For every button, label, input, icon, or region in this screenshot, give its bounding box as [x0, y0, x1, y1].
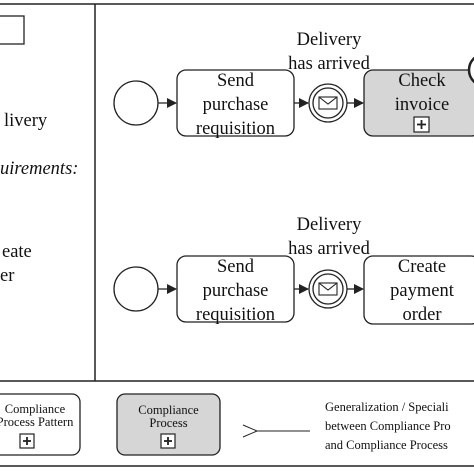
legend-process-plus-icon — [160, 433, 176, 449]
task-label-line: purchase — [202, 281, 269, 301]
task-label-line: payment — [390, 281, 454, 301]
start-event-top — [113, 80, 159, 126]
left-text-delivery: livery — [4, 111, 48, 131]
legend-note-line: and Compliance Process — [325, 438, 448, 452]
task-label-send-purchase-requisition-bottom: Send purchase requisition — [177, 255, 294, 327]
task-create-payment-order — [363, 255, 474, 325]
task-check-invoice — [363, 69, 474, 137]
task-label-create-payment-order: Create payment order — [364, 255, 474, 327]
start-event-bottom — [113, 266, 159, 312]
legend-label-line: Process — [149, 416, 188, 430]
task-label-line: Send — [217, 71, 254, 91]
task-label-line: Create — [397, 257, 447, 277]
legend-label-line: Compliance — [138, 403, 199, 417]
legend-generalization-note: Generalization / Speciali between Compli… — [325, 398, 451, 455]
task-label-line: requisition — [195, 119, 276, 139]
task-label-line: invoice — [394, 95, 450, 115]
task-label-line: order — [402, 305, 442, 325]
legend-pattern-label: Compliance Process Pattern — [0, 403, 90, 429]
event-label-line: Delivery — [296, 215, 362, 235]
task-label-send-purchase-requisition-top: Send purchase requisition — [177, 69, 294, 141]
event-label-line: has arrived — [288, 54, 370, 74]
event-label-line: has arrived — [288, 239, 370, 259]
intermediate-message-event-top — [308, 83, 348, 123]
legend-note-line: Generalization / Speciali — [325, 400, 449, 414]
task-label-check-invoice: Check invoice — [364, 69, 474, 117]
legend-label-line: Process Pattern — [0, 415, 74, 429]
event-label-bottom: Delivery has arrived — [277, 213, 381, 261]
event-label-top: Delivery has arrived — [277, 28, 381, 76]
legend-box-top-left — [0, 15, 25, 45]
legend-process-label: Compliance Process — [117, 404, 220, 430]
left-text-order: er — [0, 266, 15, 286]
task-label-line: Send — [217, 257, 254, 277]
intermediate-message-event-bottom — [308, 269, 348, 309]
partial-event-circle-top-right — [467, 56, 474, 84]
left-text-requirements: uirements: — [0, 159, 79, 179]
legend-note-line: between Compliance Pro — [325, 419, 451, 433]
left-text-create: eate — [2, 242, 32, 262]
legend-label-line: Compliance — [4, 402, 66, 416]
task-label-line: Check — [398, 71, 446, 91]
subprocess-plus-icon — [413, 116, 430, 133]
task-label-line: purchase — [202, 95, 269, 115]
task-label-line: requisition — [195, 305, 276, 325]
legend-compliance-process — [116, 393, 221, 456]
event-label-line: Delivery — [296, 30, 362, 50]
legend-pattern-plus-icon — [19, 433, 35, 449]
